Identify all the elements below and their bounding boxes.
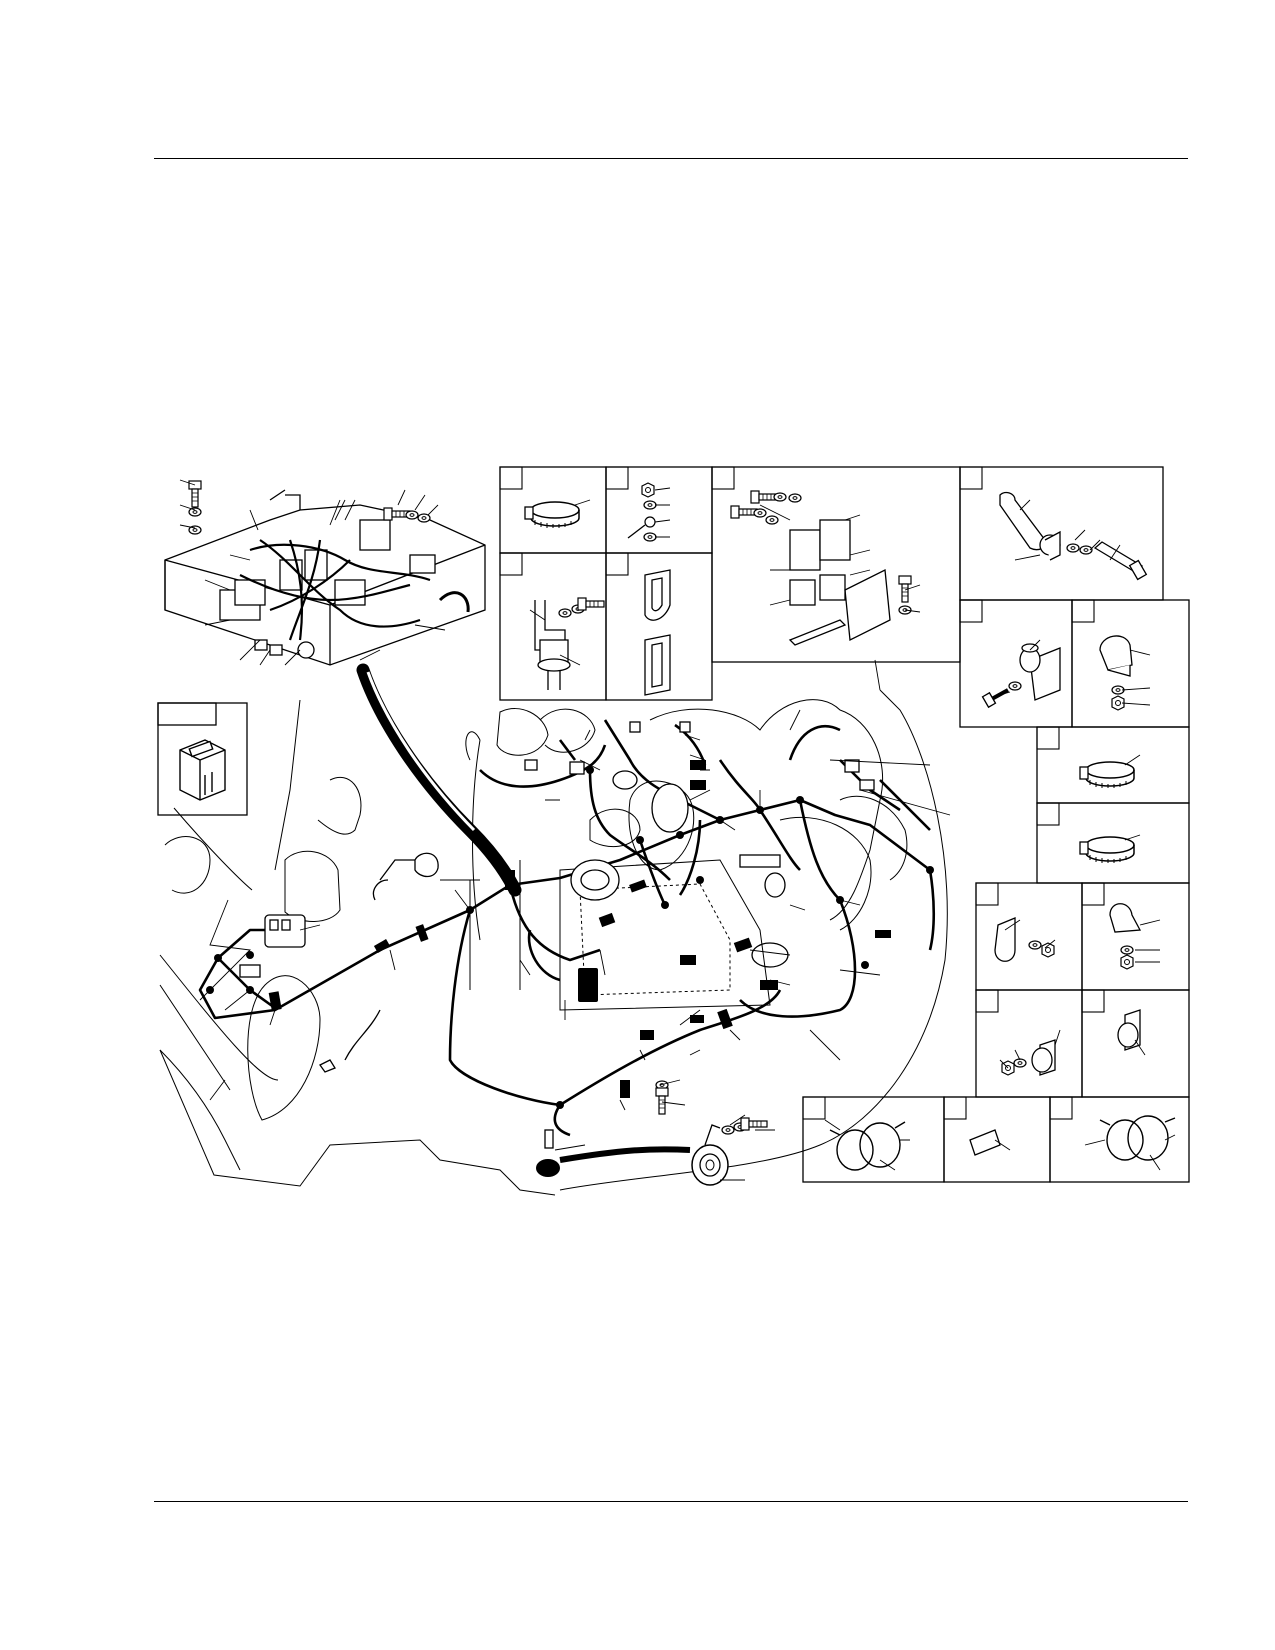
horn-assembly [536, 1117, 768, 1186]
inset-relay-bracket [730, 490, 912, 646]
inset-band-clamp-a [524, 501, 580, 529]
inset-double-clamp-a [829, 1121, 906, 1171]
inset-clip-bolt-bracket [981, 643, 1061, 709]
header-rule [154, 158, 1188, 159]
inset-clip-nut [1099, 635, 1133, 711]
inset-frames [157, 466, 1190, 1183]
inset-p-clip-c [1001, 1039, 1056, 1076]
inset-rod-clip [999, 491, 1148, 581]
inset-p-clip-d [1117, 1009, 1141, 1051]
main-harness-routing [198, 719, 936, 1137]
inset-band-clamp-b [1079, 761, 1135, 789]
inset-nut-washer [627, 482, 657, 542]
main-harness-lead [356, 663, 522, 897]
harness-components [239, 721, 875, 1149]
inset-channel [644, 569, 671, 696]
inset-tab [969, 1129, 1001, 1156]
inset-tag-squares [499, 466, 1105, 1120]
inset-sensor-clamp [534, 597, 605, 690]
control-box-wiring [239, 539, 431, 641]
callout-leader-lines [179, 479, 1176, 1181]
floor-hardware [655, 1080, 669, 1115]
control-box-assembly [164, 489, 486, 666]
control-box-hardware [188, 480, 431, 535]
inset-p-clip-a [994, 917, 1055, 962]
inset-fuse [179, 739, 226, 801]
inset-double-clamp-b [1099, 1115, 1176, 1161]
inset-band-clamp-c [1079, 836, 1135, 864]
main-harness-highlight [366, 671, 476, 832]
inset-p-clip-b [1109, 903, 1142, 970]
footer-rule [154, 1501, 1188, 1502]
